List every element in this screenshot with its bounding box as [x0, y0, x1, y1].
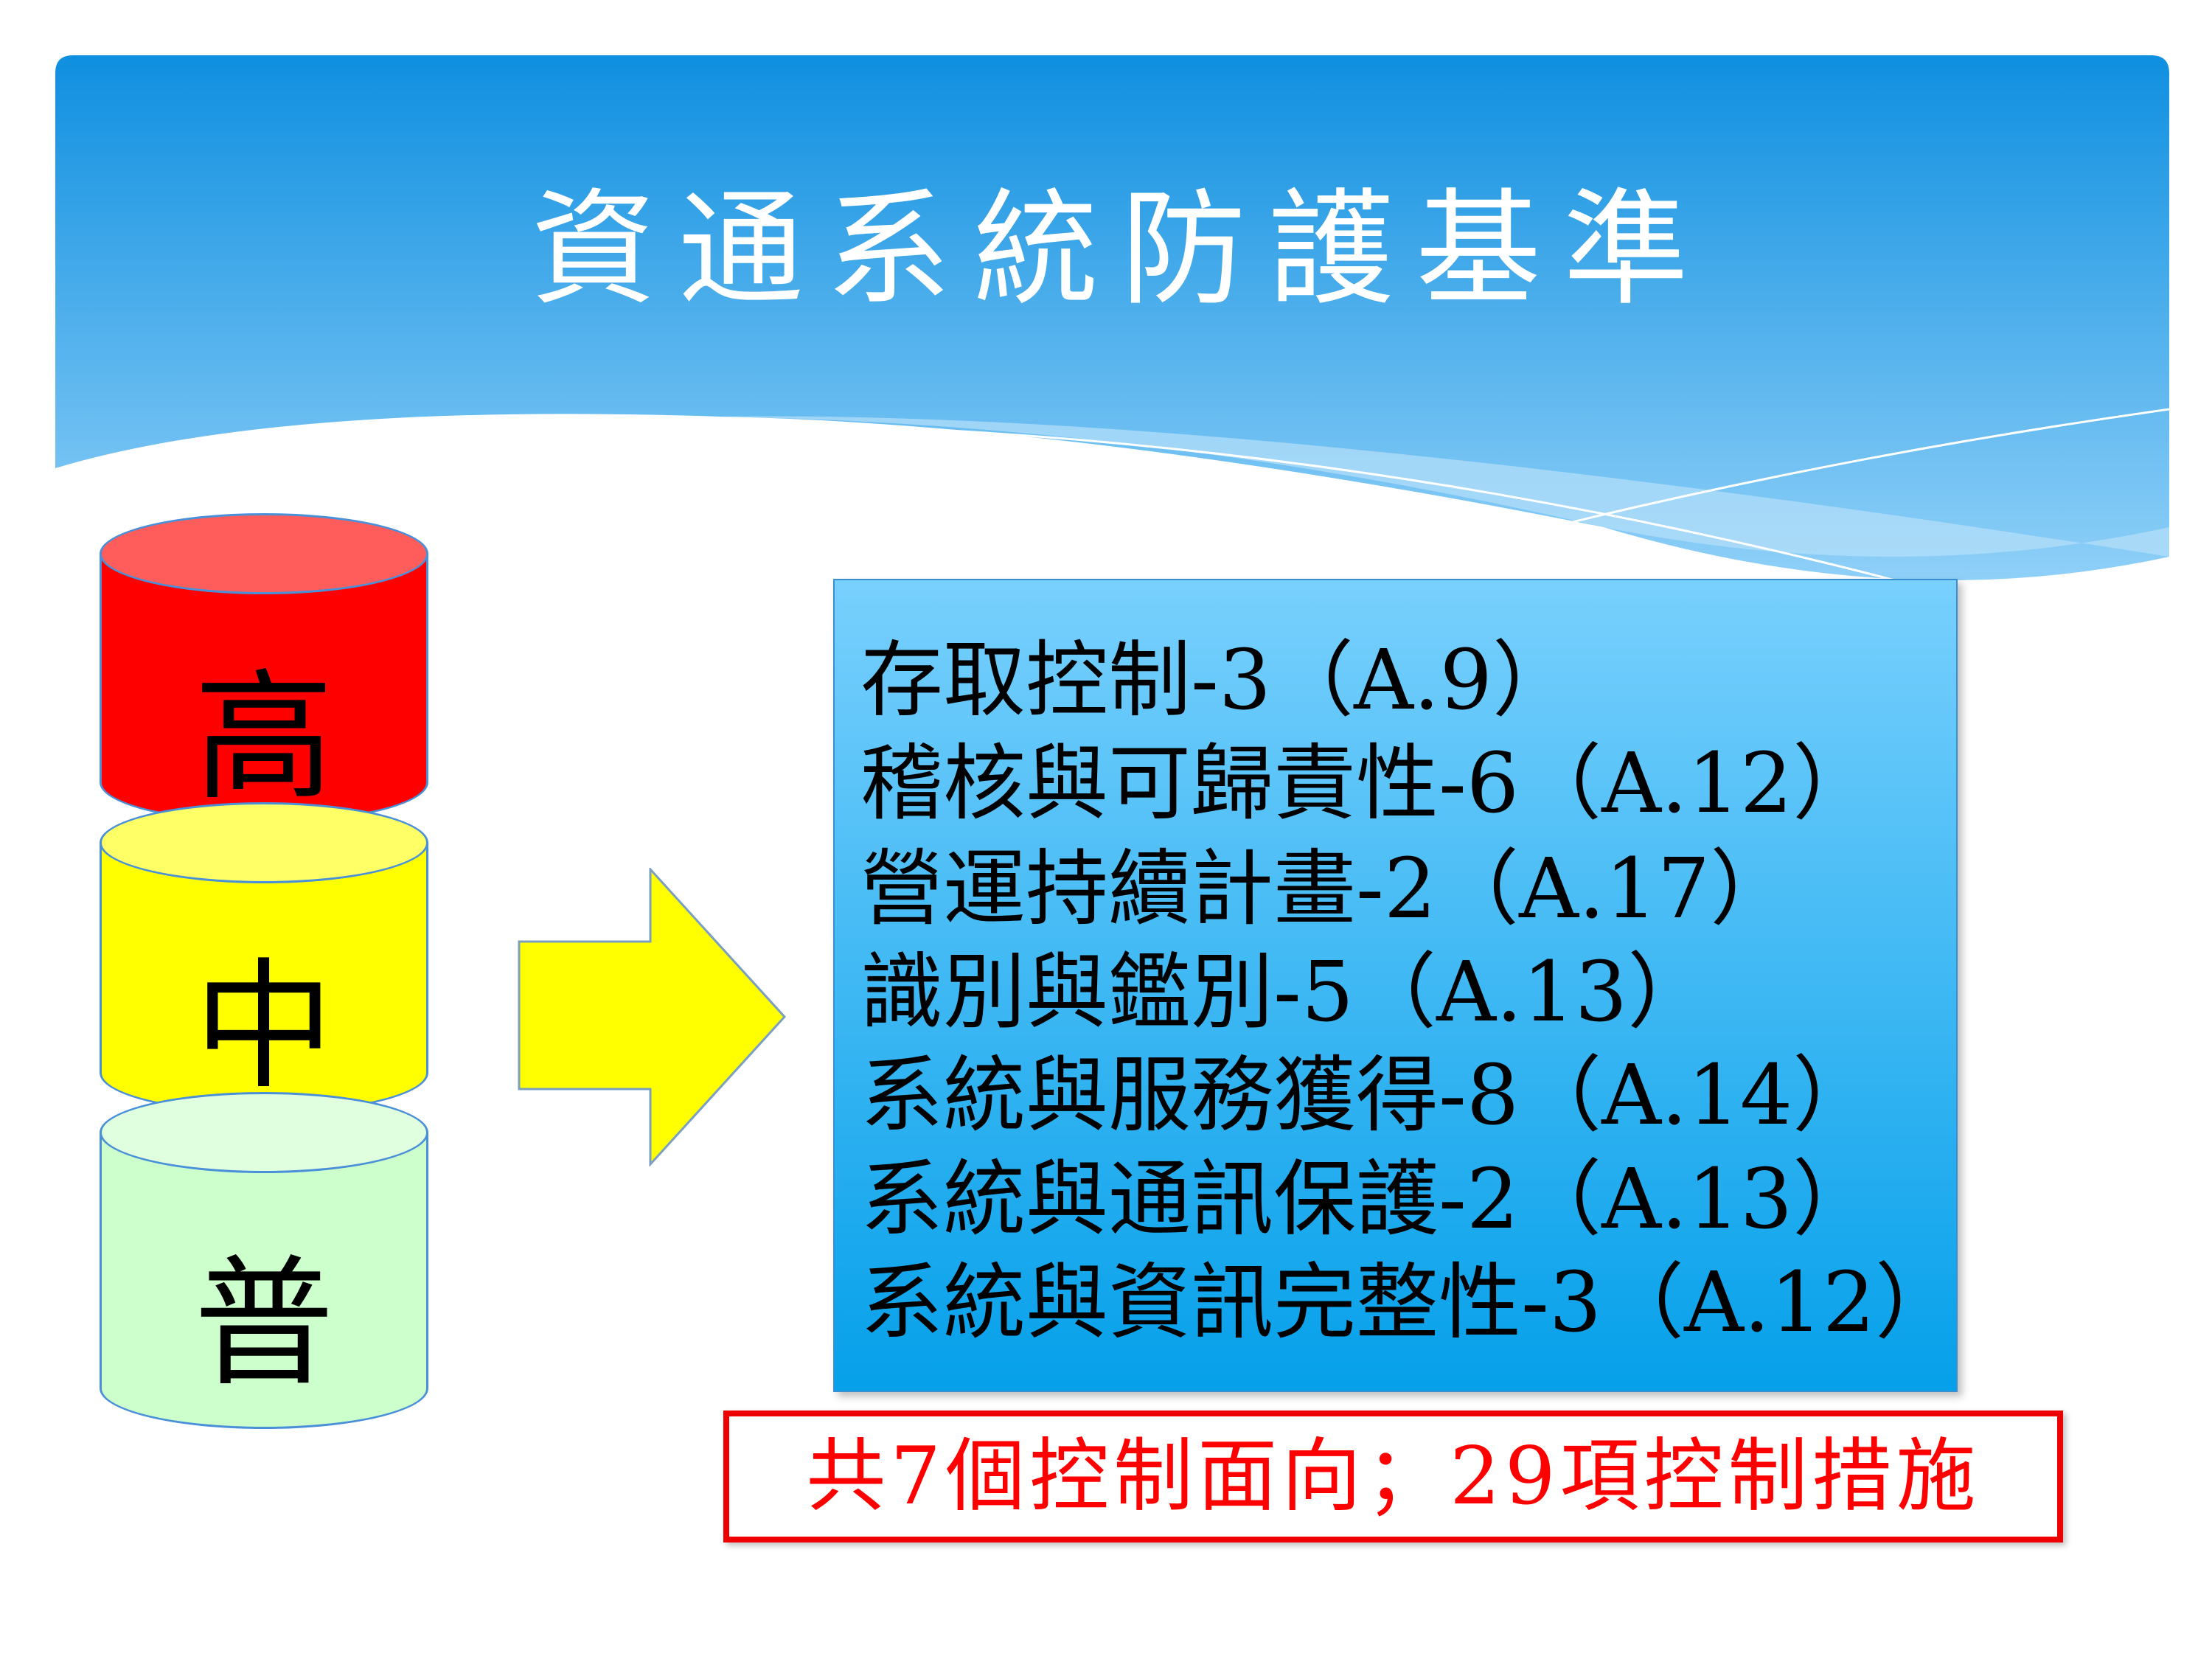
control-item: 稽核與可歸責性-6（A.12）: [860, 736, 1876, 832]
header-banner: [55, 55, 2170, 616]
level-high-label: 高: [193, 656, 334, 819]
level-normal-cylinder: 普: [100, 1092, 428, 1429]
control-item: 存取控制-3（A.9）: [860, 633, 1575, 728]
control-item: 營運持續計畫-2（A.17）: [860, 841, 1793, 937]
control-item: 識別與鑑別-5（A.13）: [860, 945, 1711, 1040]
control-item: 系統與通訊保護-2（A.13）: [860, 1152, 1876, 1248]
summary-callout: 共7個控制面向；29項控制措施: [723, 1411, 2063, 1543]
control-item: 系統與服務獲得-8（A.14）: [860, 1048, 1876, 1144]
level-medium-cylinder: 中: [100, 802, 428, 1113]
wave-background: [55, 55, 2170, 602]
controls-box: 存取控制-3（A.9） 稽核與可歸責性-6（A.12） 營運持續計畫-2（A.1…: [833, 579, 1958, 1392]
level-high-cylinder: 高: [100, 513, 428, 823]
level-medium-label: 中: [193, 945, 334, 1108]
level-normal-label: 普: [193, 1242, 334, 1405]
slide-title: 資通系統防護基準: [530, 177, 1711, 323]
control-item: 系統與資訊完整性-3（A.12）: [860, 1255, 1958, 1351]
right-arrow-icon: [518, 868, 787, 1166]
